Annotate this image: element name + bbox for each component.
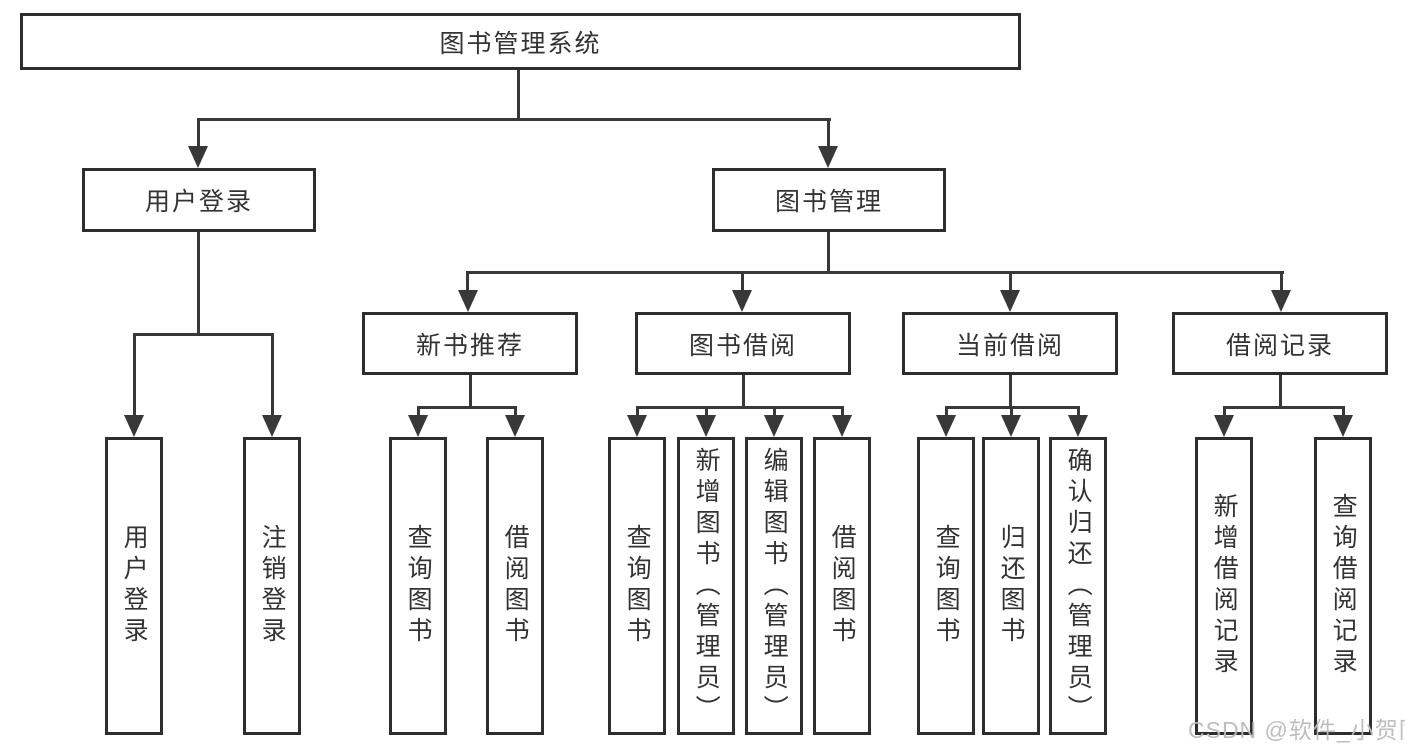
connector-book-mgmt-crossbar [466,271,1284,274]
leaf-confirm-return-admin: 确认归还（管理员） [1049,437,1107,735]
arrow-to-new-book-rec [458,290,478,312]
arrow-to-leaf-borrow-books-2 [832,415,852,437]
leaf-borrow-books-1: 借阅图书 [486,437,544,735]
leaf-add-borrow-record-label: 新增借阅记录 [1210,493,1239,679]
connector-current-borrow-drop-3 [1077,406,1080,417]
leaf-user-login: 用户登录 [105,437,163,735]
arrow-to-leaf-add-books [696,415,716,437]
connector-root-crossbar [197,118,831,121]
leaf-query-books-1: 查询图书 [389,437,447,735]
connector-root-stem [517,70,520,120]
node-book-management-label: 图书管理 [774,188,883,216]
connector-user-login-drop-1 [133,333,136,417]
leaf-return-books: 归还图书 [982,437,1040,735]
node-current-borrow-label: 当前借阅 [955,331,1064,360]
leaf-borrow-books-2-label: 借阅图书 [828,524,857,648]
connector-new-book-drop-2 [514,406,517,417]
connector-borrow-records-drop-1 [1223,406,1226,417]
connector-new-book-crossbar [417,406,517,409]
leaf-logout-label: 注销登录 [258,524,287,648]
node-user-login: 用户登录 [82,168,316,232]
connector-book-mgmt-drop-2 [741,271,744,292]
leaf-confirm-return-admin-label: 确认归还（管理员） [1064,446,1093,726]
arrow-to-borrow-records [1271,290,1291,312]
node-root-label: 图书管理系统 [439,29,602,58]
leaf-query-borrow-record-label: 查询借阅记录 [1329,493,1358,679]
arrow-to-book-management [818,146,838,168]
leaf-user-login-label: 用户登录 [120,524,149,648]
connector-book-mgmt-drop-4 [1280,271,1283,292]
leaf-query-books-1-label: 查询图书 [404,524,433,648]
node-new-book-recommend: 新书推荐 [362,312,578,375]
leaf-borrow-books-1-label: 借阅图书 [501,524,530,648]
node-root-library-system: 图书管理系统 [20,13,1021,70]
leaf-edit-books-admin: 编辑图书（管理员） [745,437,803,735]
connector-new-book-drop-1 [417,406,420,417]
node-book-borrow: 图书借阅 [635,312,851,375]
connector-user-login-crossbar [133,333,274,336]
arrow-to-leaf-add-borrow-record [1214,415,1234,437]
connector-user-login-drop-2 [271,333,274,417]
arrow-to-leaf-edit-books [764,415,784,437]
node-book-management: 图书管理 [712,168,946,232]
leaf-query-books-3-label: 查询图书 [932,524,961,648]
connector-borrow-records-drop-2 [1342,406,1345,417]
connector-current-borrow-drop-1 [945,406,948,417]
connector-book-mgmt-drop-3 [1009,271,1012,292]
arrow-to-leaf-confirm-return [1068,415,1088,437]
connector-current-borrow-drop-2 [1010,406,1013,417]
arrow-to-user-login [188,146,208,168]
connector-borrow-records-crossbar [1223,406,1345,409]
connector-book-borrow-drop-1 [636,406,639,417]
arrow-to-leaf-return-books [1001,415,1021,437]
arrow-to-leaf-user-login [124,415,144,437]
connector-current-borrow-stem [1009,375,1012,408]
connector-book-borrow-stem [742,375,745,408]
connector-book-borrow-drop-2 [705,406,708,417]
leaf-edit-books-admin-label: 编辑图书（管理员） [760,446,789,726]
arrow-to-leaf-query-books-3 [936,415,956,437]
arrow-to-leaf-query-borrow-record [1333,415,1353,437]
node-new-book-recommend-label: 新书推荐 [415,331,524,360]
arrow-to-leaf-borrow-books-1 [505,415,525,437]
connector-book-borrow-drop-4 [841,406,844,417]
arrow-to-leaf-logout [262,415,282,437]
connector-book-borrow-crossbar [636,406,844,409]
leaf-add-books-admin: 新增图书（管理员） [677,437,735,735]
arrow-to-book-borrow [732,290,752,312]
leaf-borrow-books-2: 借阅图书 [813,437,871,735]
leaf-add-borrow-record: 新增借阅记录 [1195,437,1253,735]
leaf-query-borrow-record: 查询借阅记录 [1314,437,1372,735]
leaf-logout: 注销登录 [243,437,301,735]
arrow-to-current-borrow [1000,290,1020,312]
arrow-to-leaf-query-books-1 [408,415,428,437]
node-borrow-records: 借阅记录 [1172,312,1388,375]
connector-root-drop-right [827,118,830,148]
node-user-login-label: 用户登录 [144,188,253,216]
node-book-borrow-label: 图书借阅 [688,331,797,360]
connector-borrow-records-stem [1279,375,1282,408]
connector-book-mgmt-stem [827,232,830,274]
arrow-to-leaf-query-books-2 [627,415,647,437]
node-current-borrow: 当前借阅 [902,312,1118,375]
connector-book-borrow-drop-3 [773,406,776,417]
leaf-query-books-2-label: 查询图书 [623,524,652,648]
connector-new-book-stem [469,375,472,408]
connector-root-drop-left [197,118,200,148]
node-borrow-records-label: 借阅记录 [1225,331,1334,360]
leaf-return-books-label: 归还图书 [997,524,1026,648]
connector-user-login-stem [197,232,200,335]
leaf-query-books-2: 查询图书 [608,437,666,735]
csdn-watermark: CSDN @软件_小贺同学 [1188,717,1405,743]
connector-book-mgmt-drop-1 [466,271,469,292]
leaf-query-books-3: 查询图书 [917,437,975,735]
leaf-add-books-admin-label: 新增图书（管理员） [692,446,721,726]
